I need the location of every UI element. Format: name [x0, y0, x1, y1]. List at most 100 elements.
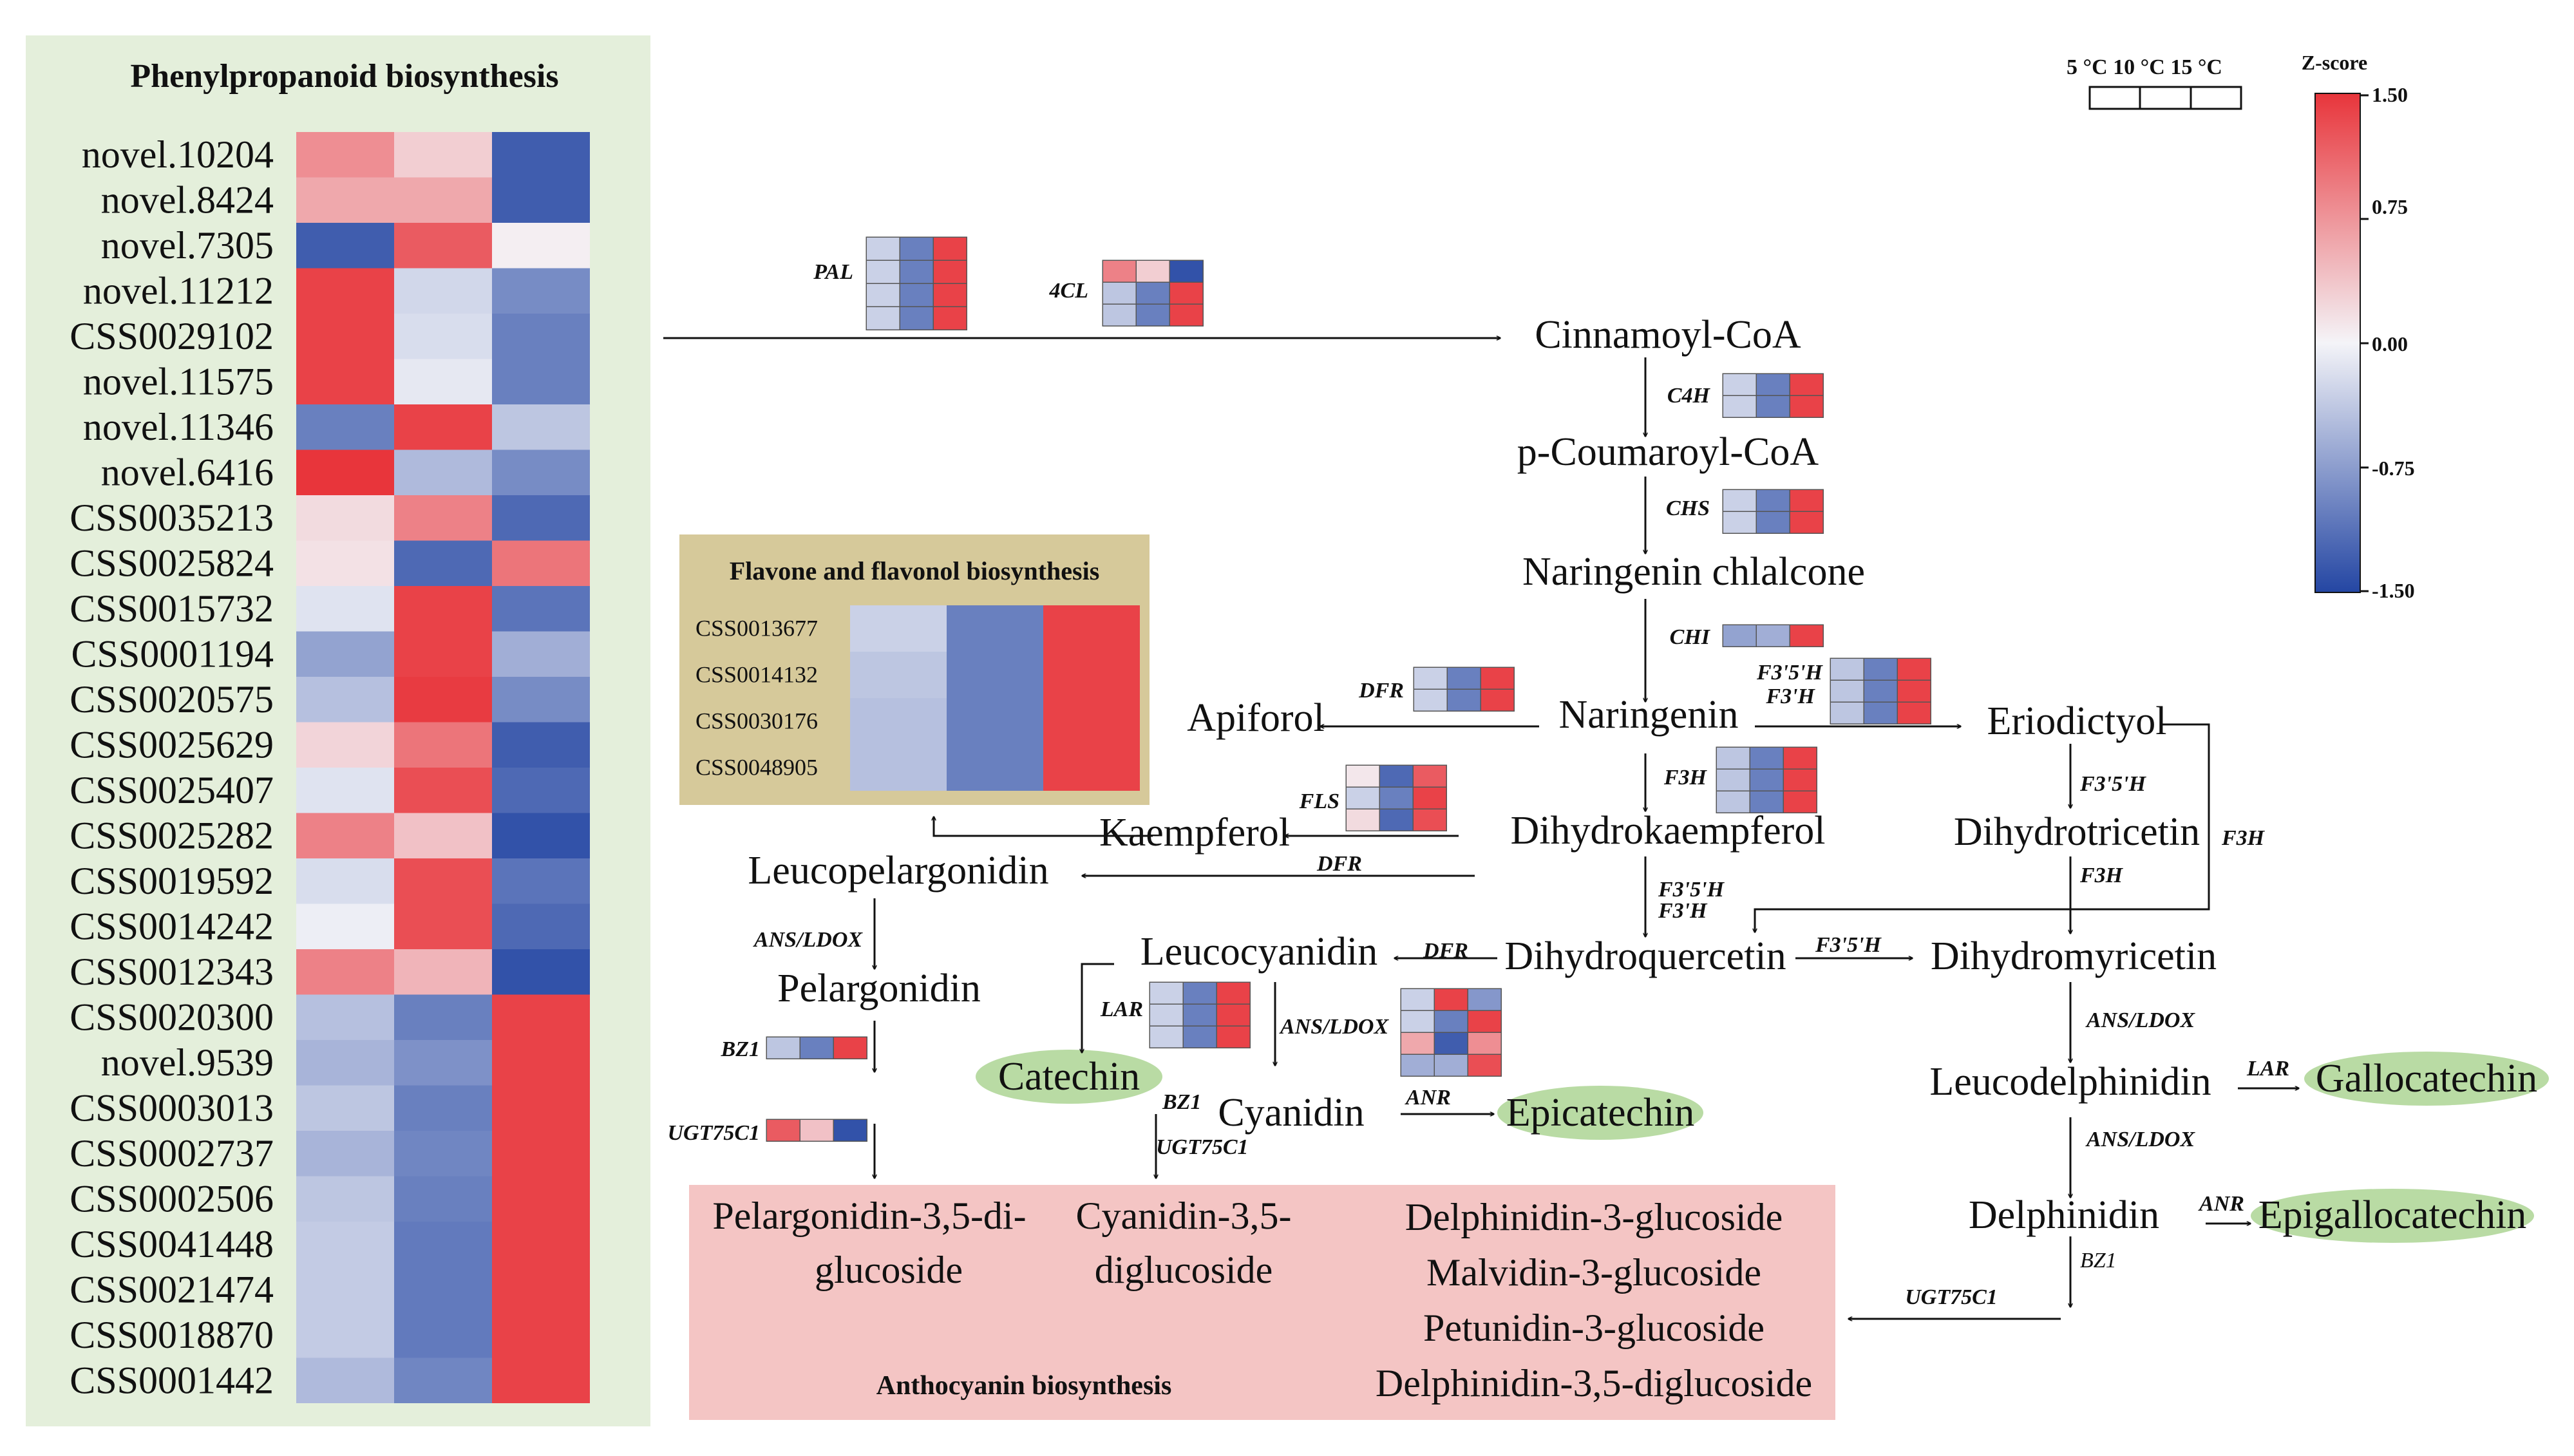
phenylpropanoid-heatmap [296, 132, 590, 1403]
heatmap-cell [492, 449, 590, 495]
enzyme-heatmap-cell [899, 236, 934, 261]
phenylpropanoid-title: Phenylpropanoid biosynthesis [130, 58, 558, 95]
enzyme-ugt75c1-delphinidin: UGT75C1 [1905, 1285, 1998, 1309]
chi-expression-heatmap [1722, 624, 1824, 647]
colorbar-title: Z-score [2302, 51, 2367, 74]
heatmap-cell [394, 495, 492, 541]
enzyme-heatmap-cell [866, 260, 900, 284]
heatmap-cell [492, 1085, 590, 1131]
enzyme-ans-ldox-pelargonidin: ANS/LDOX [753, 928, 863, 952]
heatmap-cell [394, 858, 492, 904]
heatmap-cell [394, 813, 492, 858]
enzyme-heatmap-cell [866, 283, 900, 307]
heatmap-cell [492, 813, 590, 858]
enzyme-heatmap-cell [1182, 981, 1217, 1005]
heatmap-cell [296, 1085, 394, 1131]
enzyme-f35h-dihydrokaempferol: F3'5'H [1658, 878, 1725, 902]
heatmap-cell [1043, 652, 1140, 698]
heatmap-cell [492, 994, 590, 1040]
heatmap-cell [296, 994, 394, 1040]
heatmap-cell [296, 949, 394, 995]
gene-label: CSS0013677 [696, 616, 818, 641]
gene-label: CSS0025407 [70, 769, 274, 811]
enzyme-heatmap-cell [1102, 281, 1137, 305]
gene-label: CSS0019592 [70, 860, 274, 902]
enzyme-heatmap-cell [1830, 657, 1864, 681]
enzyme-heatmap-cell [1467, 1010, 1502, 1033]
enzyme-heatmap-cell [766, 1036, 800, 1059]
enzyme-anr-epicatechin: ANR [1405, 1086, 1451, 1110]
enzyme-heatmap-cell [1863, 679, 1898, 703]
gene-label: novel.7305 [101, 224, 274, 267]
enzyme-heatmap-cell [1412, 764, 1447, 788]
heatmap-cell [492, 1222, 590, 1267]
heatmap-cell [492, 495, 590, 541]
enzyme-f3h-dihydrotricetin: F3H [2079, 864, 2124, 887]
heatmap-cell [394, 768, 492, 813]
heatmap-cell [850, 652, 947, 698]
heatmap-cell [492, 1040, 590, 1086]
heatmap-cell [394, 132, 492, 178]
delphinidin: Delphinidin [1969, 1193, 2159, 1237]
heatmap-cell [296, 1267, 394, 1312]
enzyme-heatmap-cell [1412, 786, 1447, 809]
enzyme-heatmap-cell [1102, 303, 1137, 326]
enzyme-heatmap-cell [1722, 511, 1757, 534]
enzyme-heatmap-cell [1446, 667, 1481, 690]
gene-label: CSS0012343 [70, 950, 274, 993]
enzyme-heatmap-cell [1412, 808, 1447, 831]
heatmap-cell [492, 631, 590, 677]
heatmap-cell [296, 1312, 394, 1358]
heatmap-cell [492, 1312, 590, 1358]
epicatechin-ellipse [1497, 1086, 1703, 1140]
enzyme-bz1-cyanidin: BZ1 [1162, 1090, 1201, 1114]
enzyme-heatmap-cell [1722, 624, 1757, 647]
enzyme-f35h-eriodictyol: F3'5'H [2079, 772, 2147, 796]
colorbar-tick-label: 0.00 [2372, 332, 2408, 355]
gene-label: CSS0001442 [70, 1359, 274, 1401]
enzyme-labels: PAL 4CL C4H CHS CHI DFR F3'5'H F3'H F3H … [667, 260, 2289, 1309]
enzyme-heatmap-cell [1480, 688, 1515, 712]
cyanidin: Cyanidin [1218, 1091, 1364, 1135]
enzyme-heatmap-cell [1789, 395, 1824, 418]
enzyme-heatmap-cell [1169, 281, 1204, 305]
heatmap-cell [492, 1131, 590, 1177]
enzyme-heatmap-cell [1755, 373, 1790, 396]
enzyme-f3h-prime-naringenin: F3'H [1765, 685, 1815, 708]
heatmap-cell [296, 1357, 394, 1403]
heatmap-cell [492, 586, 590, 632]
heatmap-cell [394, 631, 492, 677]
p-coumaroyl-coa: p-Coumaroyl-CoA [1517, 430, 1819, 474]
enzyme-lar-catechin: LAR [1100, 997, 1143, 1021]
enzyme-heatmap-cell [1379, 808, 1414, 831]
enzyme-heatmap-cell [1149, 1003, 1184, 1026]
heatmap-cell [850, 605, 947, 652]
gene-label: CSS0041448 [70, 1223, 274, 1265]
heatmap-cell [394, 1222, 492, 1267]
heatmap-cell [296, 1131, 394, 1177]
colorbar-tick-label: 0.75 [2372, 195, 2408, 218]
flavone-title: Flavone and flavonol biosynthesis [730, 556, 1100, 585]
enzyme-heatmap-cell [932, 283, 967, 307]
enzyme-heatmap-cell [1897, 679, 1931, 703]
heatmap-cell [296, 223, 394, 269]
enzyme-heatmap-cell [1783, 790, 1817, 813]
enzyme-heatmap-cell [1216, 1003, 1251, 1026]
enzyme-heatmap-cell [932, 236, 967, 261]
enzyme-heatmap-cell [1434, 1010, 1468, 1033]
enzyme-ans-ldox-delphinidin: ANS/LDOX [2085, 1128, 2195, 1151]
f3h-expression-heatmap [1716, 746, 1817, 813]
enzyme-chs: CHS [1666, 496, 1710, 520]
heatmap-cell [296, 132, 394, 178]
flavone-heatmap [850, 605, 1140, 791]
f35h-expression-heatmap [1830, 657, 1931, 724]
enzyme-heatmap-cell [833, 1036, 867, 1059]
lar-expression-heatmap [1149, 981, 1251, 1048]
gene-label: novel.6416 [101, 451, 274, 493]
heatmap-cell [850, 698, 947, 744]
enzyme-heatmap-cell [1789, 624, 1824, 647]
enzyme-heatmap-cell [1400, 1010, 1435, 1033]
enzyme-heatmap-cell [1863, 701, 1898, 724]
enzyme-heatmap-cell [932, 260, 967, 284]
gene-label: CSS0048905 [696, 755, 818, 780]
